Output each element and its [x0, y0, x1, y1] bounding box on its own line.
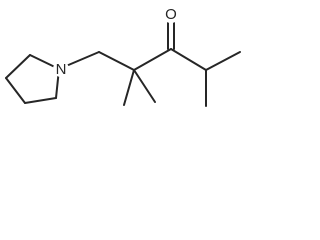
bond-ch-methyl-up — [205, 51, 241, 71]
chemical-structure-diagram: O N — [5, 5, 241, 107]
ring-bond-c3-c4 — [5, 77, 26, 104]
carbon-chain — [58, 20, 241, 107]
oxygen-label: O — [165, 6, 177, 23]
bond-carbonyl-ch — [170, 48, 207, 71]
oxygen-label-mask — [162, 5, 180, 23]
ring-bond-c4-c5 — [5, 54, 31, 79]
pyrrolidine-ring — [5, 54, 60, 104]
nitrogen-label: N — [56, 61, 67, 78]
bond-cquat-methyl-right — [133, 69, 156, 103]
bond-cquat-carbonyl — [133, 48, 172, 71]
bond-cquat-methyl-left — [123, 69, 135, 106]
nitrogen-label-mask — [53, 61, 69, 77]
nitrogen-atom: N — [53, 61, 69, 78]
ring-bond-c2-c3 — [24, 97, 57, 104]
bond-ch2-cquat — [98, 51, 135, 71]
oxygen-atom: O — [162, 5, 180, 23]
